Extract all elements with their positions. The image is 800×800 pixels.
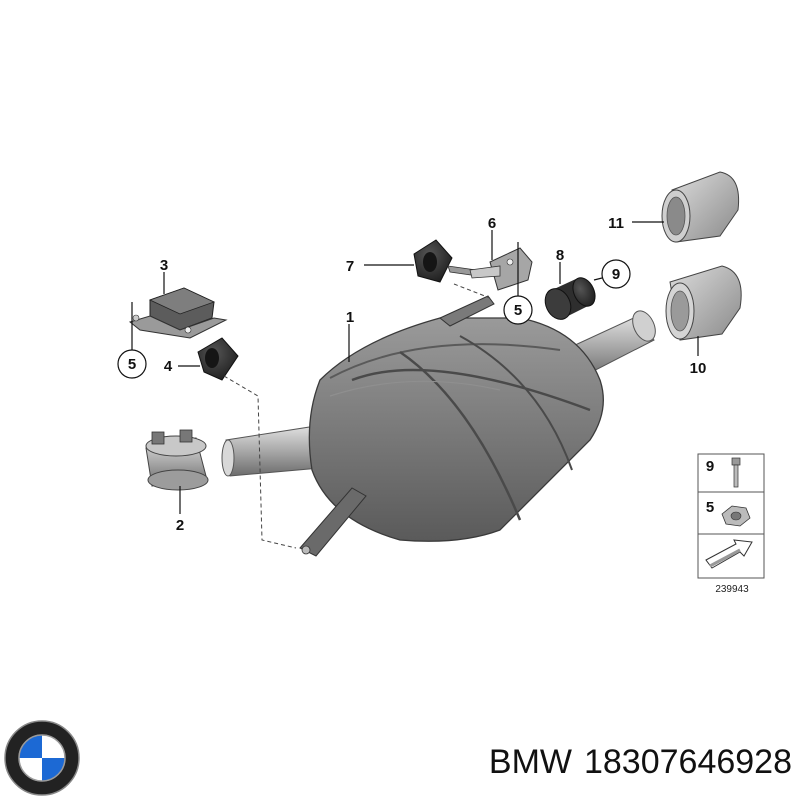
rubber-mounting-left xyxy=(197,337,239,381)
pipe-clamp xyxy=(145,429,209,491)
callout-5b-circle xyxy=(503,295,533,325)
callout-1: 1 xyxy=(346,309,354,326)
callout-7: 7 xyxy=(346,258,354,275)
rear-silencer xyxy=(299,295,604,557)
rubber-mount-cylinder xyxy=(544,277,596,320)
bolt-icon xyxy=(731,457,741,488)
callout-8: 8 xyxy=(556,247,564,264)
part-number: 18307646928 xyxy=(583,743,792,781)
callout-4: 4 xyxy=(164,358,173,375)
diagram-reference-number: 239943 xyxy=(715,584,749,595)
legend-label-bottom: 5 xyxy=(706,499,714,516)
callout-2: 2 xyxy=(176,517,184,534)
callout-5a: 5 xyxy=(128,356,136,373)
fastener-legend: 9 5 239943 xyxy=(697,453,765,595)
bracket-small xyxy=(469,247,533,291)
exhaust-tip-lower xyxy=(665,265,742,341)
rubber-mounting-right xyxy=(413,239,479,283)
holder-bracket xyxy=(128,287,228,339)
inlet-pipe xyxy=(221,425,321,477)
brand-part-number-label: BMW 18307646928 xyxy=(392,740,792,784)
callout-9: 9 xyxy=(612,266,620,283)
legend-label-top: 9 xyxy=(706,458,714,475)
callout-3: 3 xyxy=(160,257,168,274)
callout-5b: 5 xyxy=(514,302,522,319)
brand-name: BMW xyxy=(488,743,572,781)
callout-6: 6 xyxy=(488,215,496,232)
bmw-logo-icon xyxy=(4,720,80,796)
exhaust-tip-upper xyxy=(661,171,740,243)
hanger-line-top xyxy=(453,283,491,299)
callout-5a-circle xyxy=(117,349,147,379)
arrow-icon xyxy=(705,539,753,569)
callout-11: 11 xyxy=(608,215,624,232)
callout-10: 10 xyxy=(690,360,707,377)
leader-9 xyxy=(593,277,603,281)
nut-icon xyxy=(721,505,751,527)
callout-9-circle xyxy=(601,259,631,289)
